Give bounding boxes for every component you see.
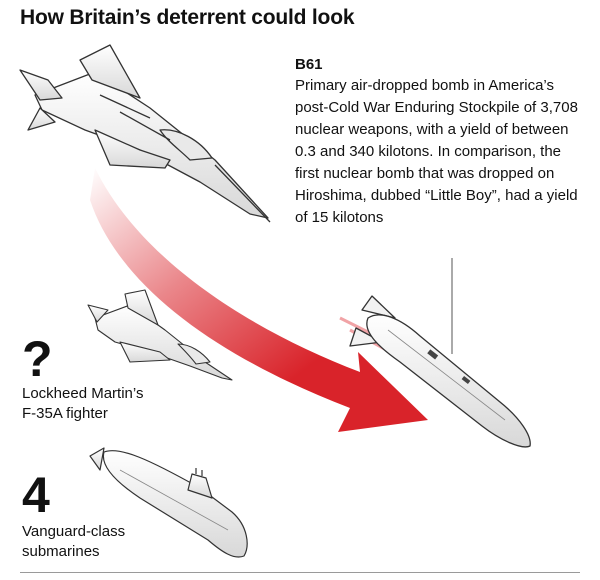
fighter-label-line1: Lockheed Martin’s — [22, 385, 144, 402]
submarine-label: Vanguard-class submarines — [22, 522, 125, 562]
submarine-label-line1: Vanguard-class — [22, 523, 126, 540]
submarine-illustration — [89, 447, 248, 558]
drop-arrow — [90, 168, 428, 432]
fighter-label: Lockheed Martin’s F-35A fighter — [22, 384, 143, 424]
b61-bomb-illustration — [339, 258, 531, 448]
b61-description: Primary air-dropped bomb in America’s po… — [295, 77, 578, 226]
b61-title: B61 — [295, 56, 323, 73]
bottom-divider — [20, 572, 580, 573]
fighter-count: ? — [22, 331, 53, 387]
b61-annotation: B61 Primary air-dropped bomb in America’… — [295, 55, 585, 229]
f35-jet-illustration — [19, 44, 271, 223]
submarine-label-line2: submarines — [22, 543, 100, 560]
small-f35-jet-illustration — [87, 289, 233, 381]
submarine-count: 4 — [22, 467, 50, 523]
headline: How Britain’s deterrent could look — [20, 6, 355, 29]
fighter-label-line2: F-35A fighter — [22, 405, 108, 422]
